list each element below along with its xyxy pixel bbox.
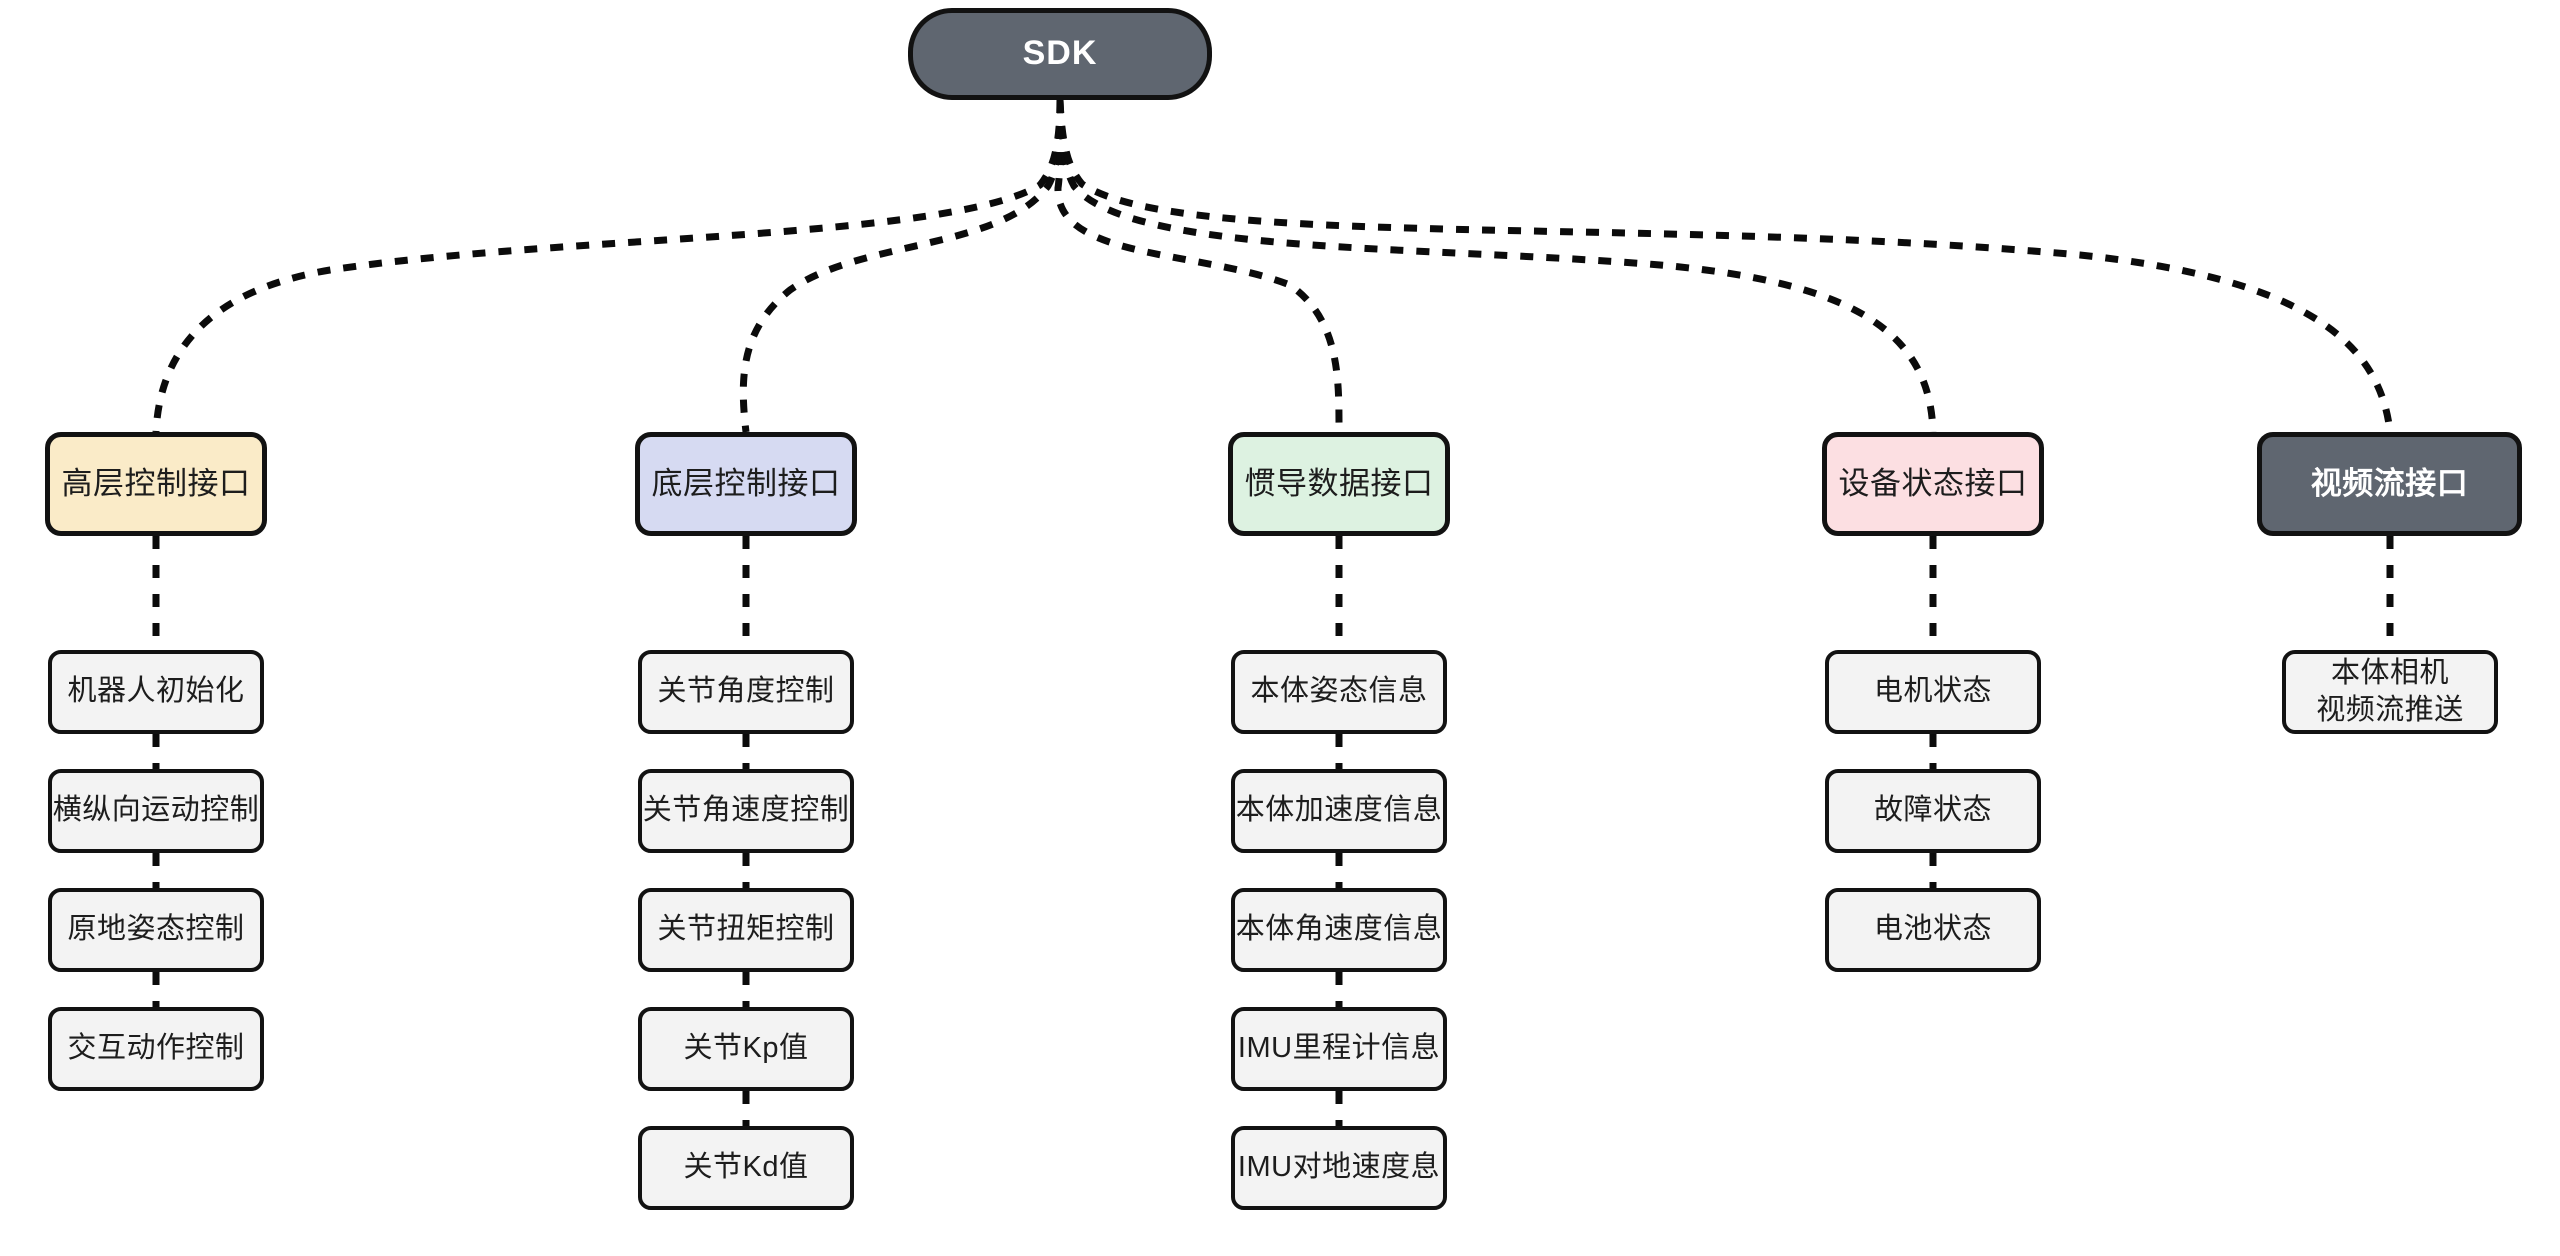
leaf-node-low-level-control-1[interactable]: 关节角度控制 — [638, 650, 854, 734]
edge-sdk-to-imu-data — [1054, 99, 1343, 433]
edge-sdk-to-device-status — [1056, 99, 1937, 433]
leaf-node-imu-data-2[interactable]: 本体加速度信息 — [1231, 769, 1447, 853]
leaf-node-high-level-control-4[interactable]: 交互动作控制 — [48, 1007, 264, 1091]
leaf-node-imu-data-4[interactable]: IMU里程计信息 — [1231, 1007, 1447, 1091]
category-node-device-status[interactable]: 设备状态接口 — [1822, 432, 2044, 536]
category-node-low-level-control[interactable]: 底层控制接口 — [635, 432, 857, 536]
leaf-node-low-level-control-3[interactable]: 关节扭矩控制 — [638, 888, 854, 972]
leaf-node-device-status-3[interactable]: 电池状态 — [1825, 888, 2041, 972]
category-node-imu-data[interactable]: 惯导数据接口 — [1228, 432, 1450, 536]
leaf-node-low-level-control-4[interactable]: 关节Kp值 — [638, 1007, 854, 1091]
root-node-sdk[interactable]: SDK — [908, 8, 1212, 100]
leaf-node-video-stream-1[interactable]: 本体相机 视频流推送 — [2282, 650, 2498, 734]
leaf-node-imu-data-3[interactable]: 本体角速度信息 — [1231, 888, 1447, 972]
leaf-node-high-level-control-1[interactable]: 机器人初始化 — [48, 650, 264, 734]
leaf-node-low-level-control-5[interactable]: 关节Kd值 — [638, 1126, 854, 1210]
category-node-video-stream[interactable]: 视频流接口 — [2257, 432, 2522, 536]
leaf-node-device-status-2[interactable]: 故障状态 — [1825, 769, 2041, 853]
edge-sdk-to-video-stream — [1056, 99, 2394, 433]
leaf-node-imu-data-1[interactable]: 本体姿态信息 — [1231, 650, 1447, 734]
edge-sdk-to-high-level-control — [152, 99, 1064, 433]
category-node-high-level-control[interactable]: 高层控制接口 — [45, 432, 267, 536]
root-edges-group — [152, 99, 2394, 433]
leaf-node-high-level-control-3[interactable]: 原地姿态控制 — [48, 888, 264, 972]
leaf-node-high-level-control-2[interactable]: 横纵向运动控制 — [48, 769, 264, 853]
edge-sdk-to-low-level-control — [739, 99, 1064, 433]
leaf-node-device-status-1[interactable]: 电机状态 — [1825, 650, 2041, 734]
leaf-node-low-level-control-2[interactable]: 关节角速度控制 — [638, 769, 854, 853]
leaf-node-imu-data-5[interactable]: IMU对地速度息 — [1231, 1126, 1447, 1210]
